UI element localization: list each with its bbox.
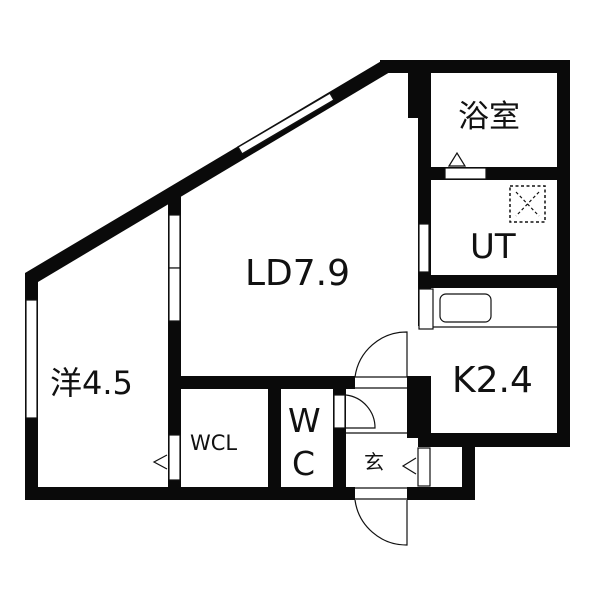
ut-door [418,223,430,273]
wall-kitchen-bottom [418,433,570,447]
exterior-wall-right [557,60,570,447]
entrance-door-side [417,447,431,487]
sliding-door-western-2 [168,267,181,322]
room-label-bath: 浴室 [458,99,520,135]
wc-door [333,394,346,429]
wall-bath-pillar [408,70,420,118]
entrance-door-swing [354,499,408,546]
exterior-wall-diagonal [25,60,390,282]
wall-ut-kitchen [418,275,570,288]
entrance-arrow [401,457,417,475]
wall-bath-ut [418,167,570,180]
entrance-inner-door-swing [354,331,408,378]
wcl-door-arrow [152,454,168,470]
exterior-wall-bottom [25,487,475,500]
entrance-bottom-opening [355,487,407,500]
room-label-wcl: WCL [190,431,238,455]
window-ld-diagonal [236,91,336,156]
bath-door-arrow [447,151,467,167]
room-label-western: 洋4.5 [50,364,133,402]
window-western-left [25,299,38,419]
bath-door [444,167,487,180]
room-label-wc-w: W [288,401,321,440]
sliding-door-western-1 [168,214,181,269]
room-label-entrance: 玄 [364,450,384,474]
wall-ld-bottom [168,376,358,389]
entrance-top-opening [355,376,407,389]
kitchen-sink-icon [439,293,492,323]
exterior-wall-top [380,60,570,73]
fan-x2 [515,191,540,217]
room-label-ld: LD7.9 [245,253,351,294]
wc-door-swing [345,394,376,429]
wall-shoe-box-right [462,440,475,500]
room-label-kitchen: K2.4 [452,360,533,401]
kitchen-counter [418,288,434,330]
room-label-ut: UT [470,227,516,267]
wall-wcl-wc [268,376,281,496]
wcl-door [168,434,181,481]
ventilation-fan-icon [509,185,546,223]
room-label-wc-c: C [292,444,316,483]
wall-entrance-kitchen [407,376,431,438]
